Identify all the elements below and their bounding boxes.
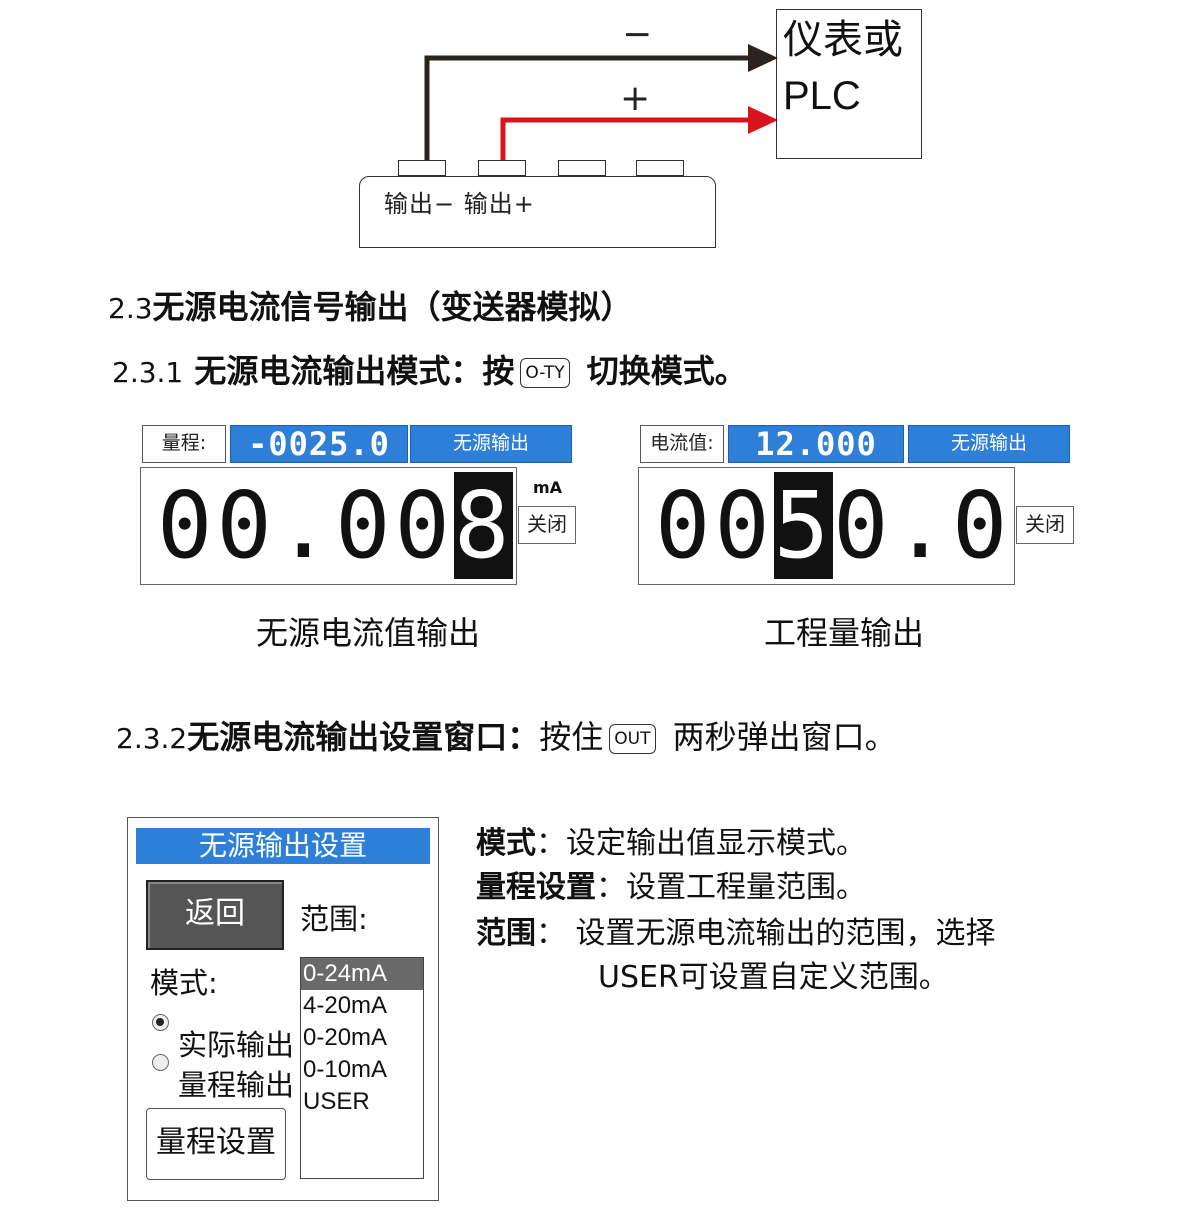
positive-wire xyxy=(500,117,760,162)
left-lcd-cursor-digit: 8 xyxy=(453,472,514,579)
terminal-3 xyxy=(558,160,606,176)
left-screen-label: 量程: xyxy=(142,425,226,463)
left-lcd-digits-main: 00.00 xyxy=(157,472,454,579)
right-lcd-display: 0050.0 xyxy=(638,467,1015,585)
section-heading: 2.3无源电流信号输出（变送器模拟） xyxy=(108,282,633,328)
plc-box: 仪表或 PLC xyxy=(776,9,922,159)
radio-range-label[interactable]: 量程输出 xyxy=(178,1068,295,1102)
device-box xyxy=(359,176,716,248)
left-lcd-digits: 00.008 xyxy=(157,472,514,579)
right-screen-label: 电流值: xyxy=(640,425,724,463)
right-lcd-cursor-digit: 5 xyxy=(773,472,834,579)
plus-sign: + xyxy=(620,78,651,119)
right-lcd-digits-pre: 00 xyxy=(655,472,774,579)
terminal-1 xyxy=(398,160,446,176)
terminal-4 xyxy=(636,160,684,176)
unit-label: mA xyxy=(533,478,563,497)
range-option[interactable]: USER xyxy=(303,1088,370,1115)
sub1-suffix: 切换模式。 xyxy=(586,352,747,390)
section-number: 2.3 xyxy=(108,292,153,325)
right-screen-mode[interactable]: 无源输出 xyxy=(908,425,1070,463)
range-option[interactable]: 4-20mA xyxy=(303,992,388,1019)
left-screen-value: -0025.0 xyxy=(230,425,408,463)
sub2-press: 按住 xyxy=(539,718,604,756)
range-option[interactable]: 0-10mA xyxy=(303,1056,388,1083)
desc-range-text: ： 设置无源电流输出的范围，选择 xyxy=(536,916,996,951)
radio-actual-label[interactable]: 实际输出 xyxy=(178,1028,295,1062)
settings-dialog: 无源输出设置 返回 范围: 模式: 实际输出 量程输出 量程设置 0-24mA … xyxy=(127,817,439,1201)
right-lcd-digits: 0050.0 xyxy=(655,472,1011,579)
right-screen-value: 12.000 xyxy=(728,425,904,463)
range-label: 范围: xyxy=(300,902,368,936)
right-lcd-digits-post: 0.0 xyxy=(833,472,1012,579)
desc-range-2: USER可设置自定义范围。 xyxy=(598,960,949,995)
section-title: 无源电流信号输出（变送器模拟） xyxy=(152,288,633,326)
desc-mode: 模式：设定输出值显示模式。 xyxy=(476,822,866,866)
desc-range-set: 量程设置：设置工程量范围。 xyxy=(476,866,866,910)
desc-range: 范围： 设置无源电流输出的范围，选择 xyxy=(476,912,996,956)
right-close-button[interactable]: 关闭 xyxy=(1016,506,1074,544)
o-ty-key: O-TY xyxy=(520,358,570,388)
sub2-title: 无源电流输出设置窗口： xyxy=(187,718,540,756)
range-option[interactable]: 0-20mA xyxy=(303,1024,388,1051)
desc-range-set-text: ：设置工程量范围。 xyxy=(596,870,866,905)
range-option[interactable]: 0-24mA xyxy=(301,958,423,990)
positive-arrow-icon xyxy=(748,106,778,134)
desc-mode-term: 模式 xyxy=(476,826,536,861)
left-screen-mode[interactable]: 无源输出 xyxy=(410,425,572,463)
minus-sign: − xyxy=(622,14,653,55)
plc-label-2: PLC xyxy=(783,74,861,118)
left-lcd-display: 00.008 xyxy=(140,467,517,585)
radio-actual-output[interactable] xyxy=(152,1014,169,1031)
out-key: OUT xyxy=(609,724,656,754)
desc-range-set-term: 量程设置 xyxy=(476,870,596,905)
dialog-title: 无源输出设置 xyxy=(136,828,430,864)
mode-label: 模式: xyxy=(150,966,218,1000)
left-caption: 无源电流值输出 xyxy=(256,614,481,652)
range-settings-button[interactable]: 量程设置 xyxy=(146,1108,286,1180)
terminal-labels: 输出− 输出+ xyxy=(384,190,535,218)
range-listbox[interactable]: 0-24mA 4-20mA 0-20mA 0-10mA USER xyxy=(300,957,424,1179)
sub1-title: 无源电流输出模式：按 xyxy=(194,352,515,390)
sub2-suffix: 两秒弹出窗口。 xyxy=(672,718,897,756)
wiring-diagram xyxy=(424,44,778,162)
left-close-button[interactable]: 关闭 xyxy=(518,506,576,544)
plc-label: 仪表或 xyxy=(783,17,903,63)
desc-range-term: 范围 xyxy=(476,916,536,951)
back-button[interactable]: 返回 xyxy=(146,880,284,950)
desc-mode-text: ：设定输出值显示模式。 xyxy=(536,826,866,861)
radio-range-output[interactable] xyxy=(152,1054,169,1071)
right-caption: 工程量输出 xyxy=(764,614,925,652)
terminal-2 xyxy=(478,160,526,176)
negative-arrow-icon xyxy=(748,44,778,72)
negative-wire xyxy=(424,55,760,162)
sub2-number: 2.3.2 xyxy=(116,722,188,755)
sub1-number: 2.3.1 xyxy=(112,356,184,389)
